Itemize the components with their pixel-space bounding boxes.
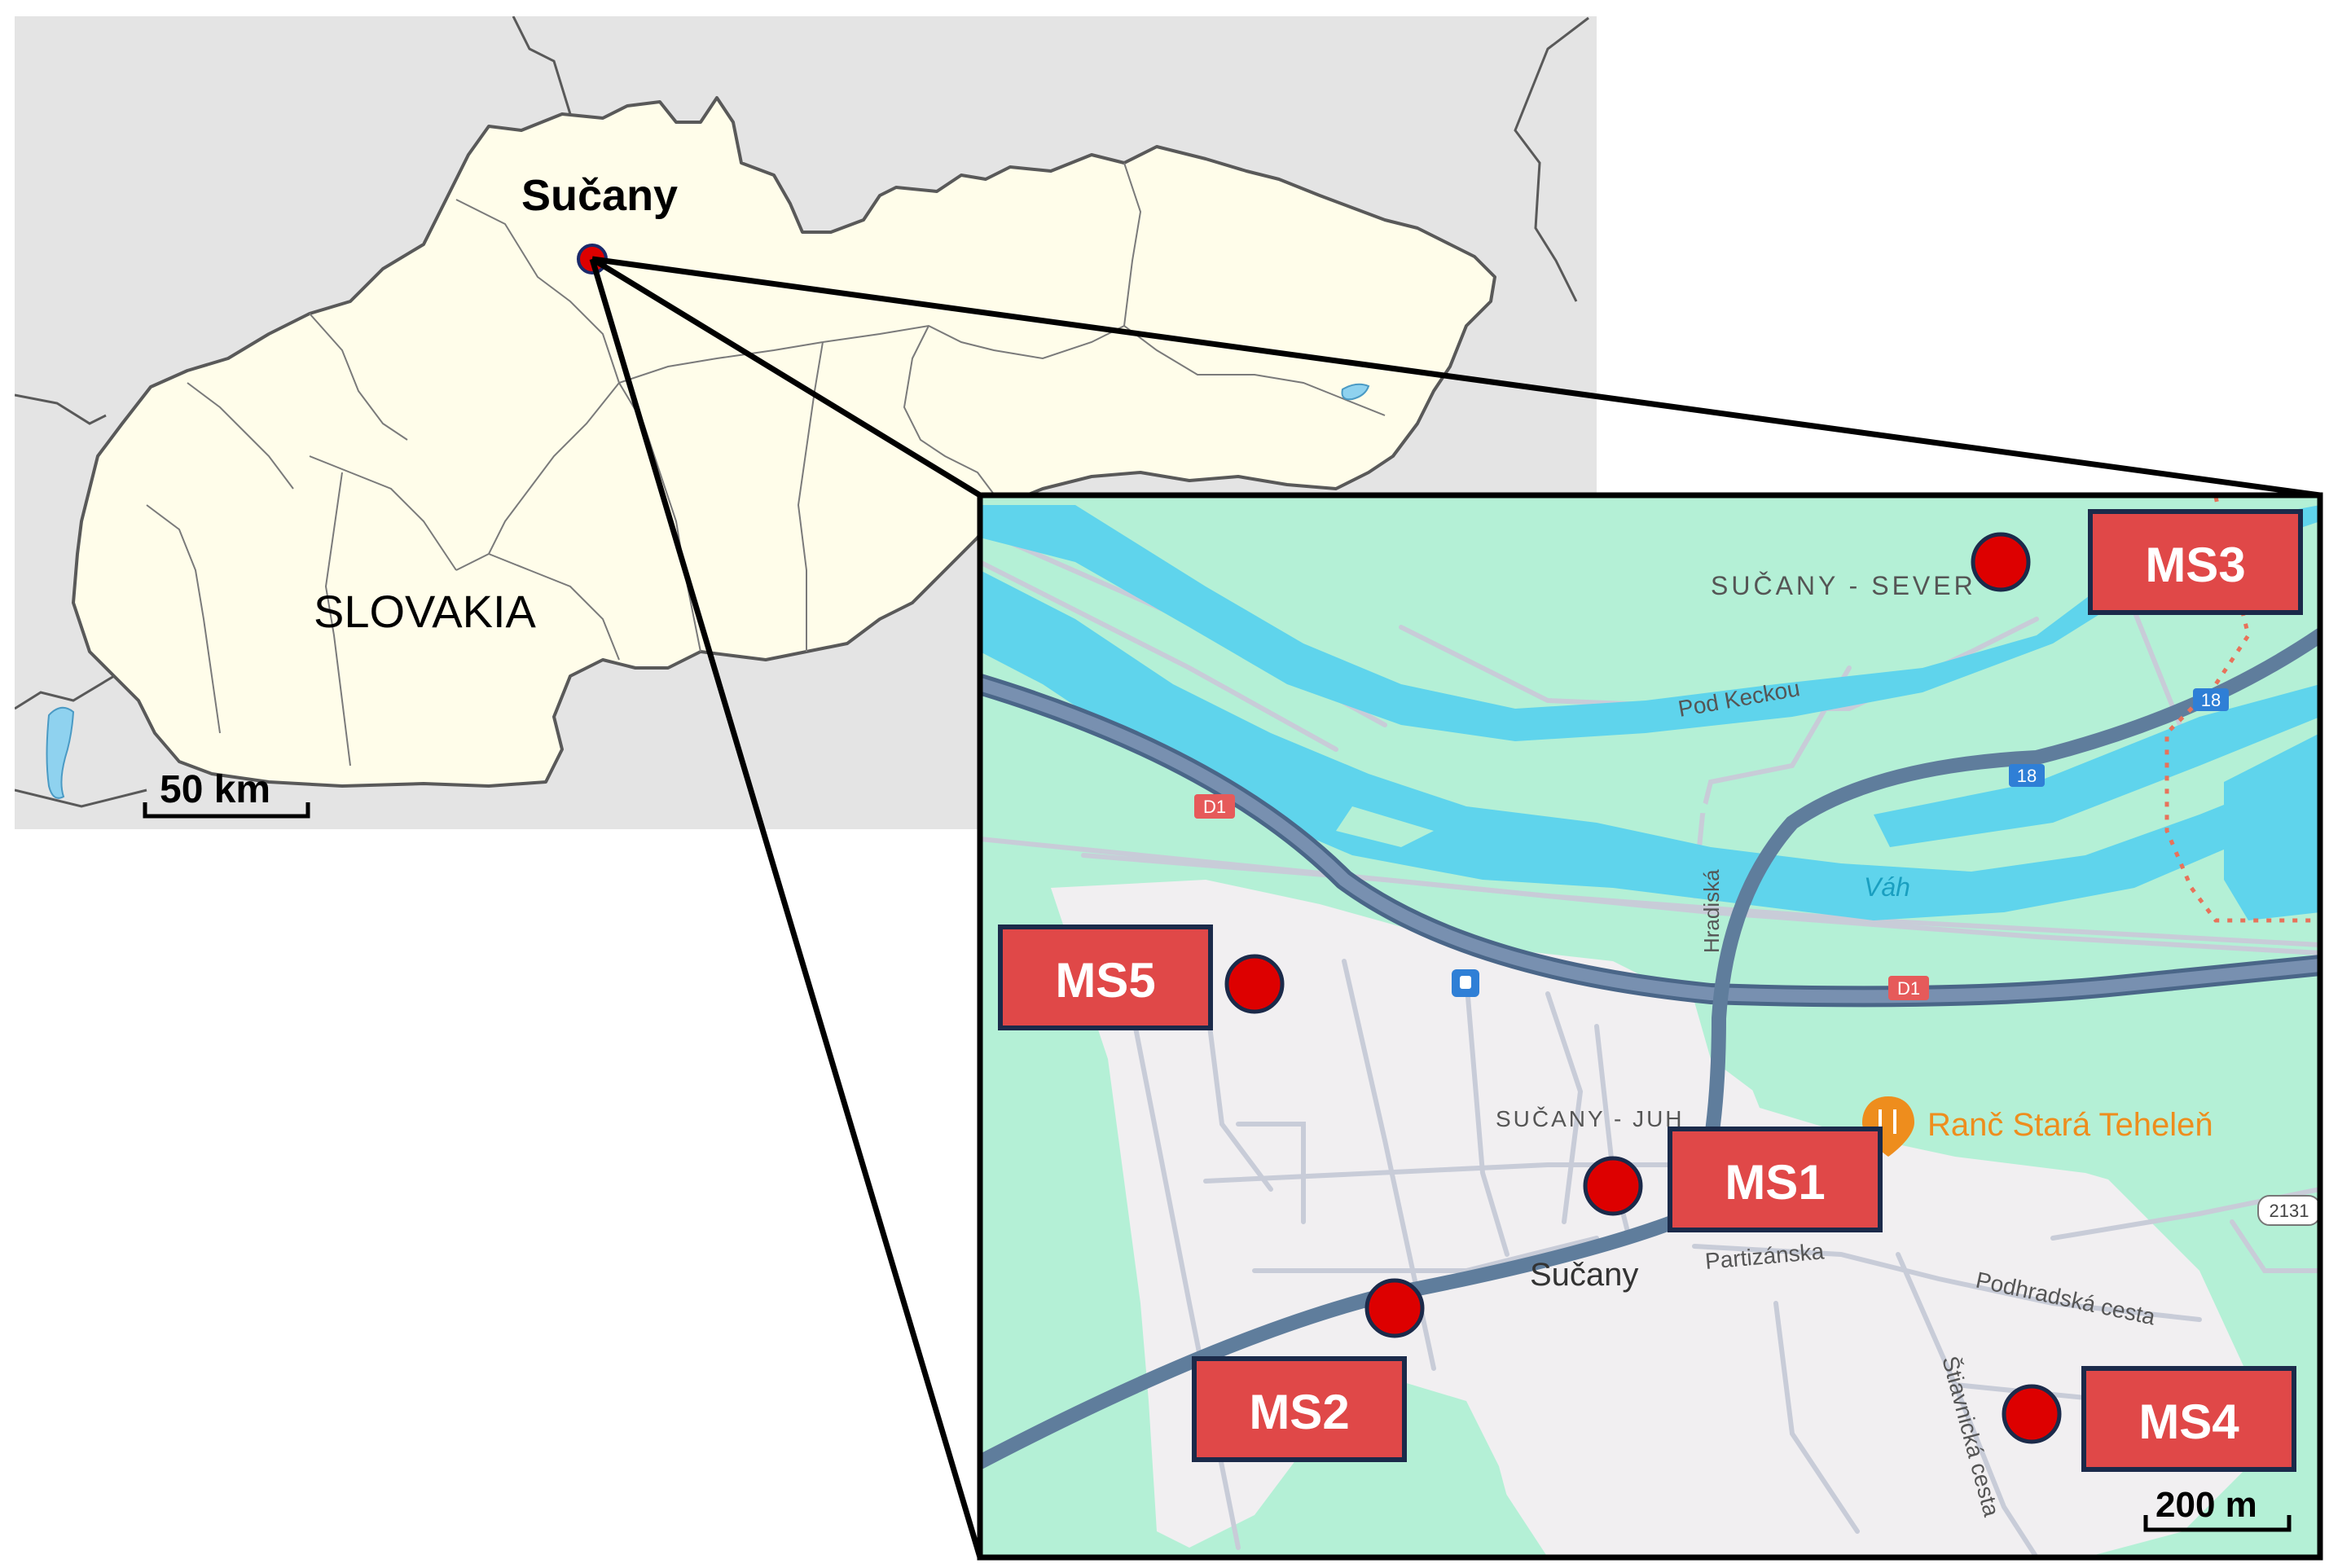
svg-text:18: 18 bbox=[2017, 766, 2037, 786]
overview-map: Sučany SLOVAKIA 50 km bbox=[15, 16, 1597, 829]
svg-text:D1: D1 bbox=[1897, 978, 1920, 999]
motorway-d1 bbox=[980, 674, 2320, 1008]
d1-shield-a: D1 bbox=[1194, 794, 1235, 819]
poi-label: Ranč Stará Teheleň bbox=[1927, 1107, 2213, 1143]
ms3-marker bbox=[1971, 532, 2031, 592]
sucany-juh-label: SUČANY - JUH bbox=[1496, 1106, 1685, 1131]
ms1-label: MS1 bbox=[1725, 1155, 1825, 1210]
ms4-marker bbox=[2002, 1384, 2062, 1444]
ms5-label: MS5 bbox=[1055, 953, 1155, 1008]
ms5-label-box: MS5 bbox=[998, 925, 1213, 1030]
inset-frame bbox=[977, 492, 2323, 1561]
overview-scale-label: 50 km bbox=[160, 768, 270, 811]
train-station-icon bbox=[1452, 969, 1479, 997]
sucany-overview-label: Sučany bbox=[521, 171, 678, 220]
green-patch-south bbox=[1385, 1377, 1523, 1557]
inset-map: D1 D1 18 18 2131 Ranč Stará Teheleň bbox=[980, 495, 2320, 1557]
green-patch-east bbox=[1727, 1010, 2320, 1206]
lake-west bbox=[46, 706, 75, 799]
sucany-sever-label: SUČANY - SEVER bbox=[1711, 571, 1976, 600]
ms2-label-box: MS2 bbox=[1192, 1356, 1407, 1462]
svg-text:2131: 2131 bbox=[2270, 1201, 2309, 1221]
route-18-shield-a: 18 bbox=[2193, 688, 2229, 711]
svg-text:18: 18 bbox=[2201, 690, 2221, 710]
ms2-marker bbox=[1364, 1278, 1425, 1338]
ms1-marker bbox=[1583, 1156, 1643, 1216]
slovakia-country bbox=[72, 96, 1496, 788]
d1-shield-b: D1 bbox=[1888, 976, 1929, 1000]
route-2131-shield: 2131 bbox=[2257, 1195, 2320, 1226]
ms4-label: MS4 bbox=[2138, 1395, 2239, 1449]
hradiska-label: Hradiská bbox=[1699, 869, 1724, 953]
route-18-shield-b: 18 bbox=[2009, 764, 2045, 787]
ms2-label: MS2 bbox=[1249, 1385, 1349, 1439]
sucany-town-label: Sučany bbox=[1530, 1257, 1638, 1293]
ms5-marker bbox=[1224, 954, 1285, 1014]
ms4-label-box: MS4 bbox=[2081, 1366, 2296, 1472]
road-18 bbox=[980, 628, 2320, 1469]
cadastral-boundary bbox=[2164, 496, 2320, 923]
ms1-label-box: MS1 bbox=[1668, 1127, 1883, 1232]
street-network bbox=[980, 527, 2320, 1557]
vah-river bbox=[980, 505, 2320, 920]
inset-scale-bar: 200 m bbox=[2143, 1485, 2292, 1532]
country-label: SLOVAKIA bbox=[314, 586, 537, 637]
zoom-connector-lines bbox=[589, 256, 2321, 1559]
overview-scale-bar: 50 km bbox=[143, 768, 310, 819]
inset-scale-label: 200 m bbox=[2155, 1485, 2257, 1525]
ms3-label-box: MS3 bbox=[2088, 509, 2303, 615]
ms3-label: MS3 bbox=[2145, 538, 2245, 592]
vah-river-label: Váh bbox=[1864, 872, 1910, 902]
svg-text:D1: D1 bbox=[1203, 797, 1226, 817]
lake-east bbox=[1341, 383, 1370, 401]
